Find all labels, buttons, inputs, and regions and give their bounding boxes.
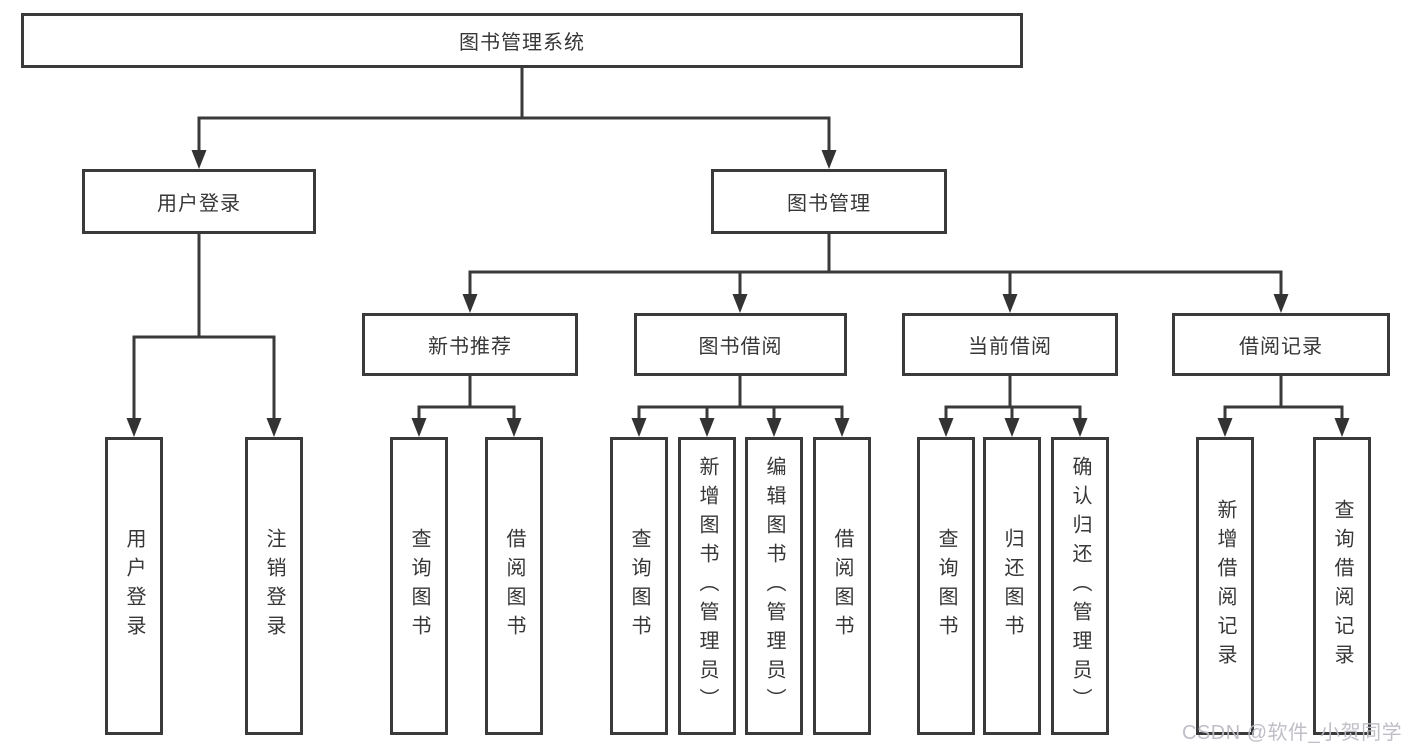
leaf-borrow-add-admin-label: 新增图书（管理员） [696, 455, 718, 717]
leaf-newbooks-borrow-label: 借阅图书 [503, 528, 525, 644]
node-root: 图书管理系统 [21, 13, 1023, 68]
node-book-management: 图书管理 [711, 169, 947, 234]
leaf-records-query: 查询借阅记录 [1313, 437, 1371, 735]
leaf-user-login-label: 用户登录 [123, 528, 145, 644]
leaf-records-query-label: 查询借阅记录 [1331, 499, 1353, 673]
leaf-borrow-query-label: 查询图书 [628, 528, 650, 644]
leaf-newbooks-query-label: 查询图书 [408, 528, 430, 644]
leaf-borrow-book-label: 借阅图书 [831, 528, 853, 644]
node-user-login-label: 用户登录 [157, 193, 241, 215]
node-user-login: 用户登录 [82, 169, 316, 234]
csdn-watermark: CSDN @软件_小贺同学 [1182, 722, 1403, 744]
leaf-borrow-edit-admin-label: 编辑图书（管理员） [763, 455, 785, 717]
leaf-newbooks-query: 查询图书 [390, 437, 448, 735]
leaf-borrow-edit-admin: 编辑图书（管理员） [745, 437, 803, 735]
leaf-borrow-book: 借阅图书 [813, 437, 871, 735]
leaf-logout-label: 注销登录 [263, 528, 285, 644]
leaf-borrow-add-admin: 新增图书（管理员） [678, 437, 736, 735]
node-borrow-records-label: 借阅记录 [1239, 336, 1323, 358]
leaf-current-return-label: 归还图书 [1001, 528, 1023, 644]
leaf-current-return: 归还图书 [983, 437, 1041, 735]
leaf-records-add-label: 新增借阅记录 [1214, 499, 1236, 673]
node-borrow-records: 借阅记录 [1172, 313, 1390, 376]
leaf-current-confirm-admin: 确认归还（管理员） [1051, 437, 1109, 735]
connector-borrow-to-leaves [631, 375, 850, 437]
connector-userlogin-to-leaves [126, 234, 282, 437]
leaf-current-confirm-admin-label: 确认归还（管理员） [1069, 455, 1091, 717]
leaf-records-add: 新增借阅记录 [1196, 437, 1254, 735]
leaf-current-query: 查询图书 [917, 437, 975, 735]
node-root-label: 图书管理系统 [459, 32, 585, 54]
leaf-borrow-query: 查询图书 [610, 437, 668, 735]
node-new-book-recommend-label: 新书推荐 [428, 336, 512, 358]
node-book-borrow-label: 图书借阅 [698, 336, 783, 358]
node-current-borrow: 当前借阅 [902, 313, 1118, 376]
leaf-logout: 注销登录 [245, 437, 303, 735]
connector-root-to-level2 [191, 68, 837, 169]
leaf-newbooks-borrow: 借阅图书 [485, 437, 543, 735]
leaf-user-login: 用户登录 [105, 437, 163, 735]
node-book-management-label: 图书管理 [787, 193, 871, 215]
node-book-borrow: 图书借阅 [634, 313, 847, 376]
connector-bookmgmt-to-level3 [462, 234, 1289, 313]
connector-records-to-leaves [1217, 375, 1350, 437]
leaf-current-query-label: 查询图书 [935, 528, 957, 644]
node-current-borrow-label: 当前借阅 [968, 336, 1052, 358]
connector-newbooks-to-leaves [411, 376, 522, 437]
connector-current-to-leaves [938, 375, 1088, 437]
node-new-book-recommend: 新书推荐 [362, 313, 578, 376]
